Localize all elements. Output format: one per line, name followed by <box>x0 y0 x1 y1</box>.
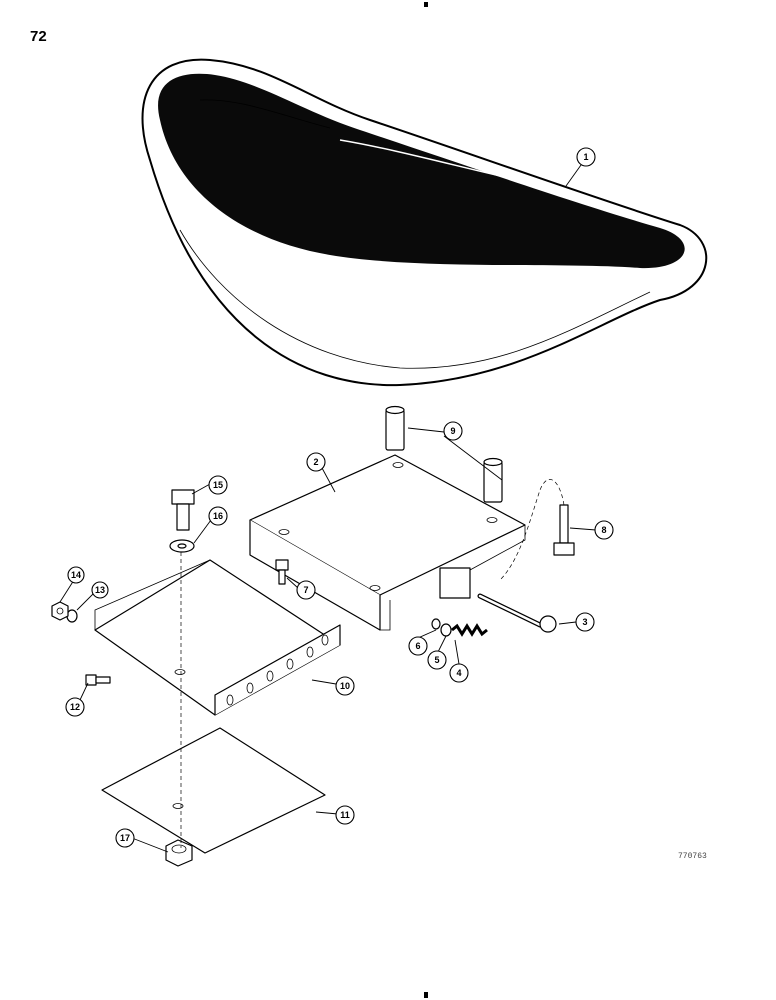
callout-9: 9 <box>443 421 463 441</box>
callout-label-9: 9 <box>450 426 455 436</box>
callout-17: 17 <box>115 828 135 848</box>
washer-6 <box>431 618 441 630</box>
callout-8: 8 <box>594 520 614 540</box>
washer-16-hole <box>177 543 187 549</box>
callout-5: 5 <box>427 650 447 670</box>
washer-5 <box>440 623 452 637</box>
seat-pan <box>141 58 708 387</box>
pad <box>101 727 326 854</box>
bolt-7 <box>275 559 289 585</box>
adjusting-handle <box>477 593 557 633</box>
callout-label-17: 17 <box>120 833 130 843</box>
callout-1: 1 <box>576 147 596 167</box>
callout-12: 12 <box>65 697 85 717</box>
callout-6: 6 <box>408 636 428 656</box>
callout-label-1: 1 <box>583 152 588 162</box>
callout-label-12: 12 <box>70 702 80 712</box>
callout-16: 16 <box>208 506 228 526</box>
screw-12 <box>85 674 111 686</box>
drawing-code: 770763 <box>678 852 707 861</box>
callout-4: 4 <box>449 663 469 683</box>
callout-2: 2 <box>306 452 326 472</box>
bolt-right <box>499 479 575 581</box>
registration-mark-top <box>424 2 428 7</box>
callout-label-5: 5 <box>434 655 439 665</box>
callout-label-8: 8 <box>601 525 606 535</box>
callout-10: 10 <box>335 676 355 696</box>
registration-mark-bottom <box>424 992 428 998</box>
callout-label-15: 15 <box>213 480 223 490</box>
callout-label-10: 10 <box>340 681 350 691</box>
callout-14: 14 <box>67 566 85 584</box>
spacer-tubes <box>385 405 503 503</box>
callout-11: 11 <box>335 805 355 825</box>
callout-label-3: 3 <box>582 617 587 627</box>
callout-15: 15 <box>208 475 228 495</box>
callout-label-13: 13 <box>95 585 105 595</box>
slide-plate <box>94 559 341 716</box>
callout-7: 7 <box>296 580 316 600</box>
nut-14 <box>51 601 69 621</box>
callout-label-2: 2 <box>313 457 318 467</box>
callout-label-7: 7 <box>303 585 308 595</box>
spring <box>451 623 488 637</box>
nut-17 <box>165 839 193 867</box>
callout-label-16: 16 <box>213 511 223 521</box>
bolt-15 <box>171 489 195 531</box>
page-number: 72 <box>30 28 47 45</box>
callout-label-11: 11 <box>340 810 350 820</box>
callout-label-6: 6 <box>415 641 420 651</box>
callout-13: 13 <box>91 581 109 599</box>
pad-hole <box>172 803 184 809</box>
callout-label-14: 14 <box>71 570 81 580</box>
callout-3: 3 <box>575 612 595 632</box>
callout-label-4: 4 <box>456 668 461 678</box>
